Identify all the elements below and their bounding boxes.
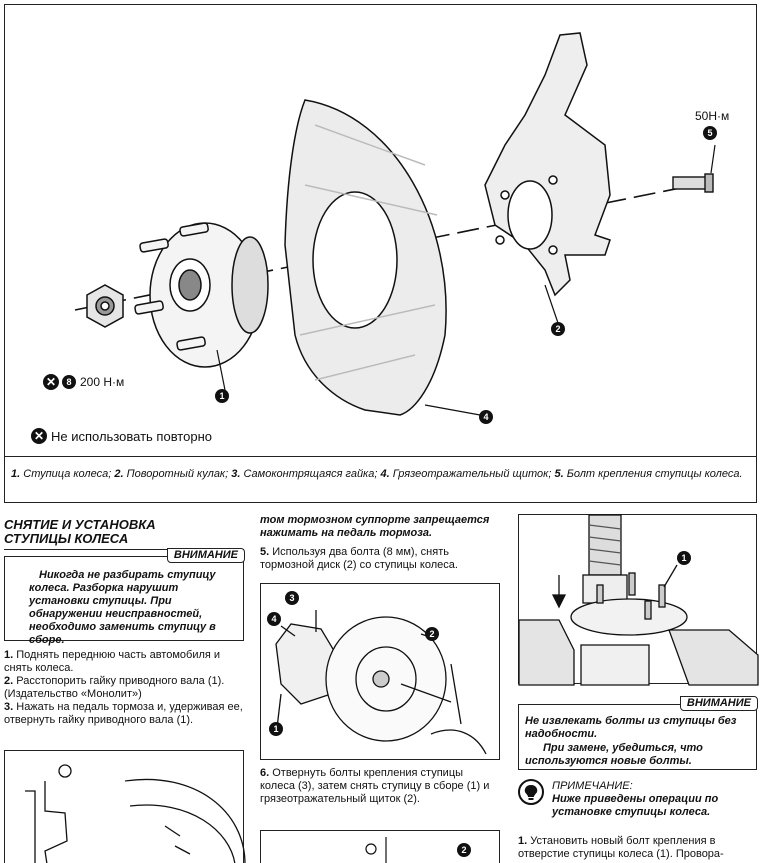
step-6: 6. Отвернуть болты крепления ступицы кол…: [260, 767, 490, 805]
figure-hub-removal: 2: [260, 830, 500, 863]
install-step-1: 1. Установить новый болт крепления в отв…: [518, 835, 724, 860]
warning-text-line2: При замене, убедиться, что используются …: [525, 742, 703, 767]
callout-1: 1: [269, 722, 283, 736]
exploded-view-figure: 50Н·м 5 ✕ 8 200 Н·м 1 2 4 ✕ Не использов…: [4, 4, 757, 503]
warning-label: ВНИМАНИЕ: [679, 696, 758, 711]
no-reuse-icon: ✕: [43, 374, 59, 390]
note-text: Ниже приведены операции по установке сту…: [552, 793, 719, 818]
steps-col1: 1. Поднять переднюю часть автомобиля и с…: [4, 649, 244, 727]
figure-caption: 1. Ступица колеса; 2. Поворотный кулак; …: [11, 468, 743, 480]
brake-disc-drawing: [275, 610, 487, 755]
step-2: 2. Расстопорить гайку приводного вала (1…: [4, 675, 225, 700]
warning-text-line1: Не извлекать болты из ступицы без надобн…: [525, 715, 737, 740]
dust-shield-drawing: [284, 99, 447, 416]
figure-hub-press: 1: [518, 514, 759, 686]
hub-bolt-drawing: [672, 173, 714, 193]
lightbulb-icon: [518, 779, 544, 805]
lock-nut-drawing: [86, 284, 124, 328]
heading-underline: [4, 549, 244, 550]
callout-2: 2: [425, 627, 439, 641]
figure-brake-caliper: [4, 750, 246, 863]
step-3: 3. Нажать на педаль тормоза и, удерживая…: [4, 701, 243, 726]
warning-box-2: ВНИМАНИЕ Не извлекать болты из ступицы б…: [518, 696, 758, 770]
callout-1: 1: [677, 551, 691, 565]
callout-5: 5: [703, 126, 717, 140]
callout-4: 4: [267, 612, 281, 626]
figure-brake-disc-removal: 3 4 2 1: [260, 583, 500, 760]
steering-knuckle-drawing: [484, 32, 611, 297]
step-1: 1. Поднять переднюю часть автомобиля и с…: [4, 649, 221, 674]
wheel-hub-drawing: [134, 222, 269, 368]
callout-2: 2: [551, 322, 565, 336]
section-heading: СНЯТИЕ И УСТАНОВКА СТУПИЦЫ КОЛЕСА: [4, 517, 156, 546]
torque-label-nut: 200 Н·м: [80, 375, 125, 389]
hub-press-drawing: [518, 514, 759, 686]
callout-2: 2: [457, 843, 471, 857]
warning-label: ВНИМАНИЕ: [166, 548, 245, 563]
no-reuse-legend-text: Не использовать повторно: [51, 429, 212, 444]
caption-divider: [5, 456, 756, 457]
warning-text: Никогда не разбирать ступицу колеса. Раз…: [29, 569, 216, 646]
callout-3: 3: [285, 591, 299, 605]
callout-4: 4: [479, 410, 493, 424]
no-reuse-legend-icon: ✕: [31, 428, 47, 444]
callout-1: 1: [215, 389, 229, 403]
callout-8: 8: [62, 375, 76, 389]
warning-box-1: ВНИМАНИЕ Никогда не разбирать ступицу ко…: [4, 548, 245, 646]
continued-warning-text: том тормозном суппорте запрещается нажим…: [260, 514, 490, 539]
exploded-view-drawing: [74, 32, 716, 416]
brake-drawing: [25, 764, 246, 863]
hub-removal-drawing: [365, 837, 387, 863]
torque-label-bolt: 50Н·м: [695, 109, 730, 123]
step-5: 5. Используя два болта (8 мм), снять тор…: [260, 546, 458, 571]
note-title: ПРИМЕЧАНИЕ:: [552, 780, 633, 792]
